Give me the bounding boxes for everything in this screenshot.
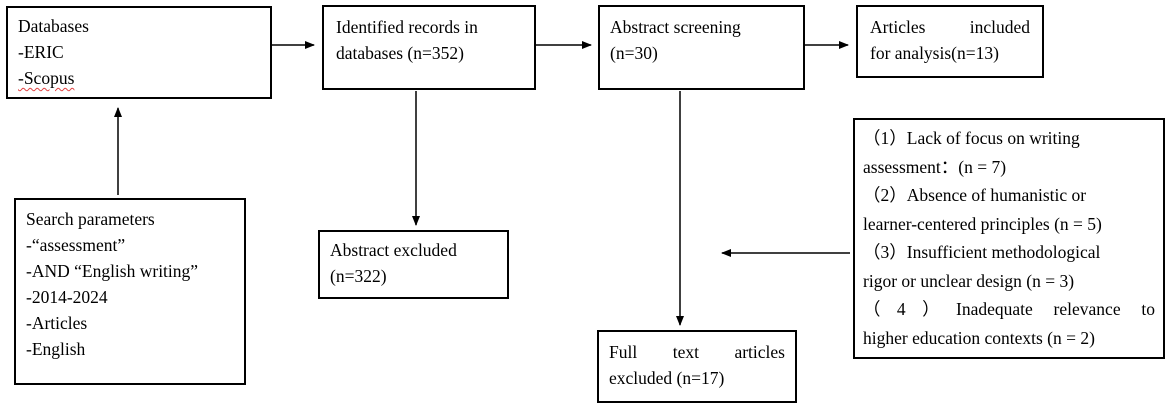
reason-3-line-2: rigor or unclear design (n = 3)	[863, 270, 1075, 291]
reason-3-line-1: （3）Insufficient methodological	[863, 242, 1101, 262]
fulltext-excluded-line-1: Full text articles	[609, 342, 785, 362]
screening-line-1: Abstract screening	[610, 17, 741, 37]
identified-line-1: Identified records in	[336, 17, 478, 37]
reason-2-line-2: learner-centered principles (n = 5)	[863, 213, 1102, 234]
articles-included-box: Articles included for analysis(n=13)	[856, 5, 1044, 78]
search-param-2: -AND “English writing”	[26, 261, 199, 281]
search-param-1: -“assessment”	[26, 235, 126, 255]
search-title: Search parameters	[26, 209, 155, 229]
included-line-1: Articles included	[870, 17, 1030, 37]
fulltext-excluded-box: Full text articles excluded (n=17)	[597, 330, 797, 403]
identified-line-2: databases (n=352)	[336, 43, 464, 63]
reason-1-line-2: assessment：(n = 7)	[863, 156, 1007, 177]
fulltext-excluded-line-2: excluded (n=17)	[609, 368, 725, 388]
search-param-3: -2014-2024	[26, 287, 108, 307]
search-parameters-box: Search parameters -“assessment” -AND “En…	[14, 198, 246, 385]
included-line-2: for analysis(n=13)	[870, 43, 999, 63]
exclusion-reasons-box: （1）Lack of focus on writing assessment：(…	[853, 118, 1165, 359]
identified-records-box: Identified records in databases (n=352)	[322, 5, 536, 90]
abstract-screening-box: Abstract screening (n=30)	[598, 5, 805, 90]
abstract-excluded-line-2: (n=322)	[330, 266, 387, 286]
databases-box: Databases -ERIC -Scopus	[6, 6, 272, 99]
abstract-excluded-line-1: Abstract excluded	[330, 240, 457, 260]
database-eric: -ERIC	[18, 42, 64, 62]
reason-4-line-2: higher education contexts (n = 2)	[863, 327, 1095, 348]
search-param-5: -English	[26, 339, 86, 359]
reason-4-line-1: （4）Inadequate relevance to	[863, 299, 1155, 319]
search-param-4: -Articles	[26, 313, 88, 333]
databases-title: Databases	[18, 16, 89, 36]
abstract-excluded-box: Abstract excluded (n=322)	[318, 230, 509, 299]
reason-2-line-1: （2）Absence of humanistic or	[863, 185, 1087, 205]
database-scopus: -Scopus	[18, 68, 75, 88]
reason-1-line-1: （1）Lack of focus on writing	[863, 128, 1080, 148]
screening-line-2: (n=30)	[610, 43, 658, 63]
